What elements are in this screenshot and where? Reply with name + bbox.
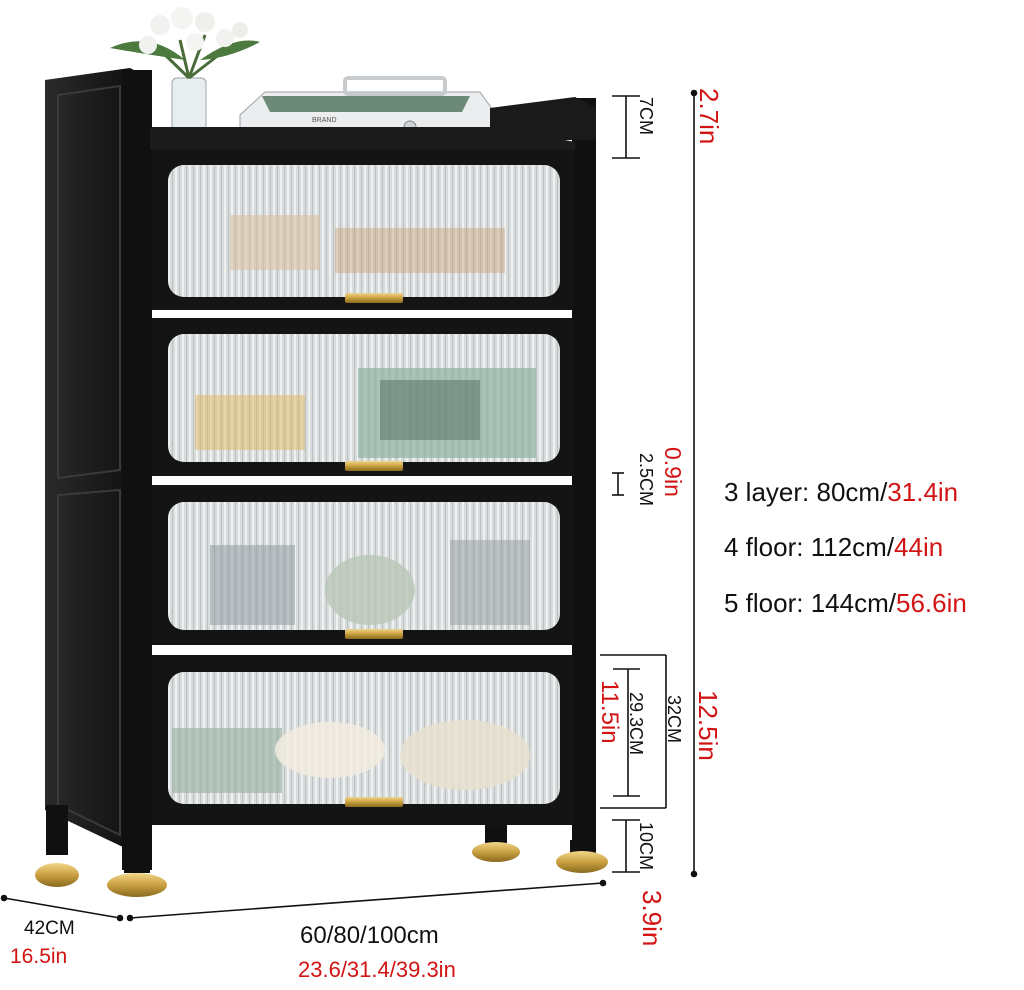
shelf-inner-cm-label: 29.3CM — [626, 692, 646, 756]
cabinet-frame — [45, 68, 596, 870]
spec-4-floor: 4 floor: 112cm/44in — [724, 532, 943, 563]
depth-in-label: 16.5in — [10, 945, 68, 968]
drawer-1 — [152, 150, 574, 310]
spec-label: 5 floor: 144cm/ — [724, 588, 896, 618]
gap-cm-label: 2.5CM — [636, 453, 656, 507]
total-in-label: 12.5in — [693, 690, 723, 761]
shelf-outer-cm-label: 32CM — [664, 695, 684, 744]
gap-in-label: 0.9in — [660, 447, 686, 497]
drawer-4 — [152, 655, 574, 825]
shelf-in-label: 11.5in — [596, 680, 623, 744]
spec-value-in: 56.6in — [895, 588, 967, 618]
spec-label: 4 floor: 112cm/ — [724, 532, 895, 562]
depth-cm-label: 42CM — [24, 918, 75, 939]
flower-vase — [110, 7, 260, 131]
appliance-brand: BRAND — [312, 117, 337, 124]
spec-label: 3 layer: 80cm/ — [724, 477, 888, 507]
leg-cm-label: 10CM — [636, 822, 656, 871]
spec-3-layer: 3 layer: 80cm/31.4in — [724, 477, 958, 508]
spec-5-floor: 5 floor: 144cm/56.6in — [724, 588, 967, 619]
top-height-in-label: 2.7in — [694, 88, 724, 145]
spec-value-in: 31.4in — [887, 477, 959, 507]
leg-in-label: 3.9in — [637, 890, 667, 947]
drawer-3 — [152, 485, 574, 645]
top-height-cm-label: 7CM — [636, 97, 656, 136]
spec-value-in: 44in — [894, 532, 944, 562]
cabinet-legs — [35, 805, 608, 897]
drawer-2 — [152, 318, 574, 476]
width-in-label: 23.6/31.4/39.3in — [298, 957, 456, 982]
dimension-lines — [0, 89, 698, 922]
width-cm-label: 60/80/100cm — [300, 922, 439, 949]
